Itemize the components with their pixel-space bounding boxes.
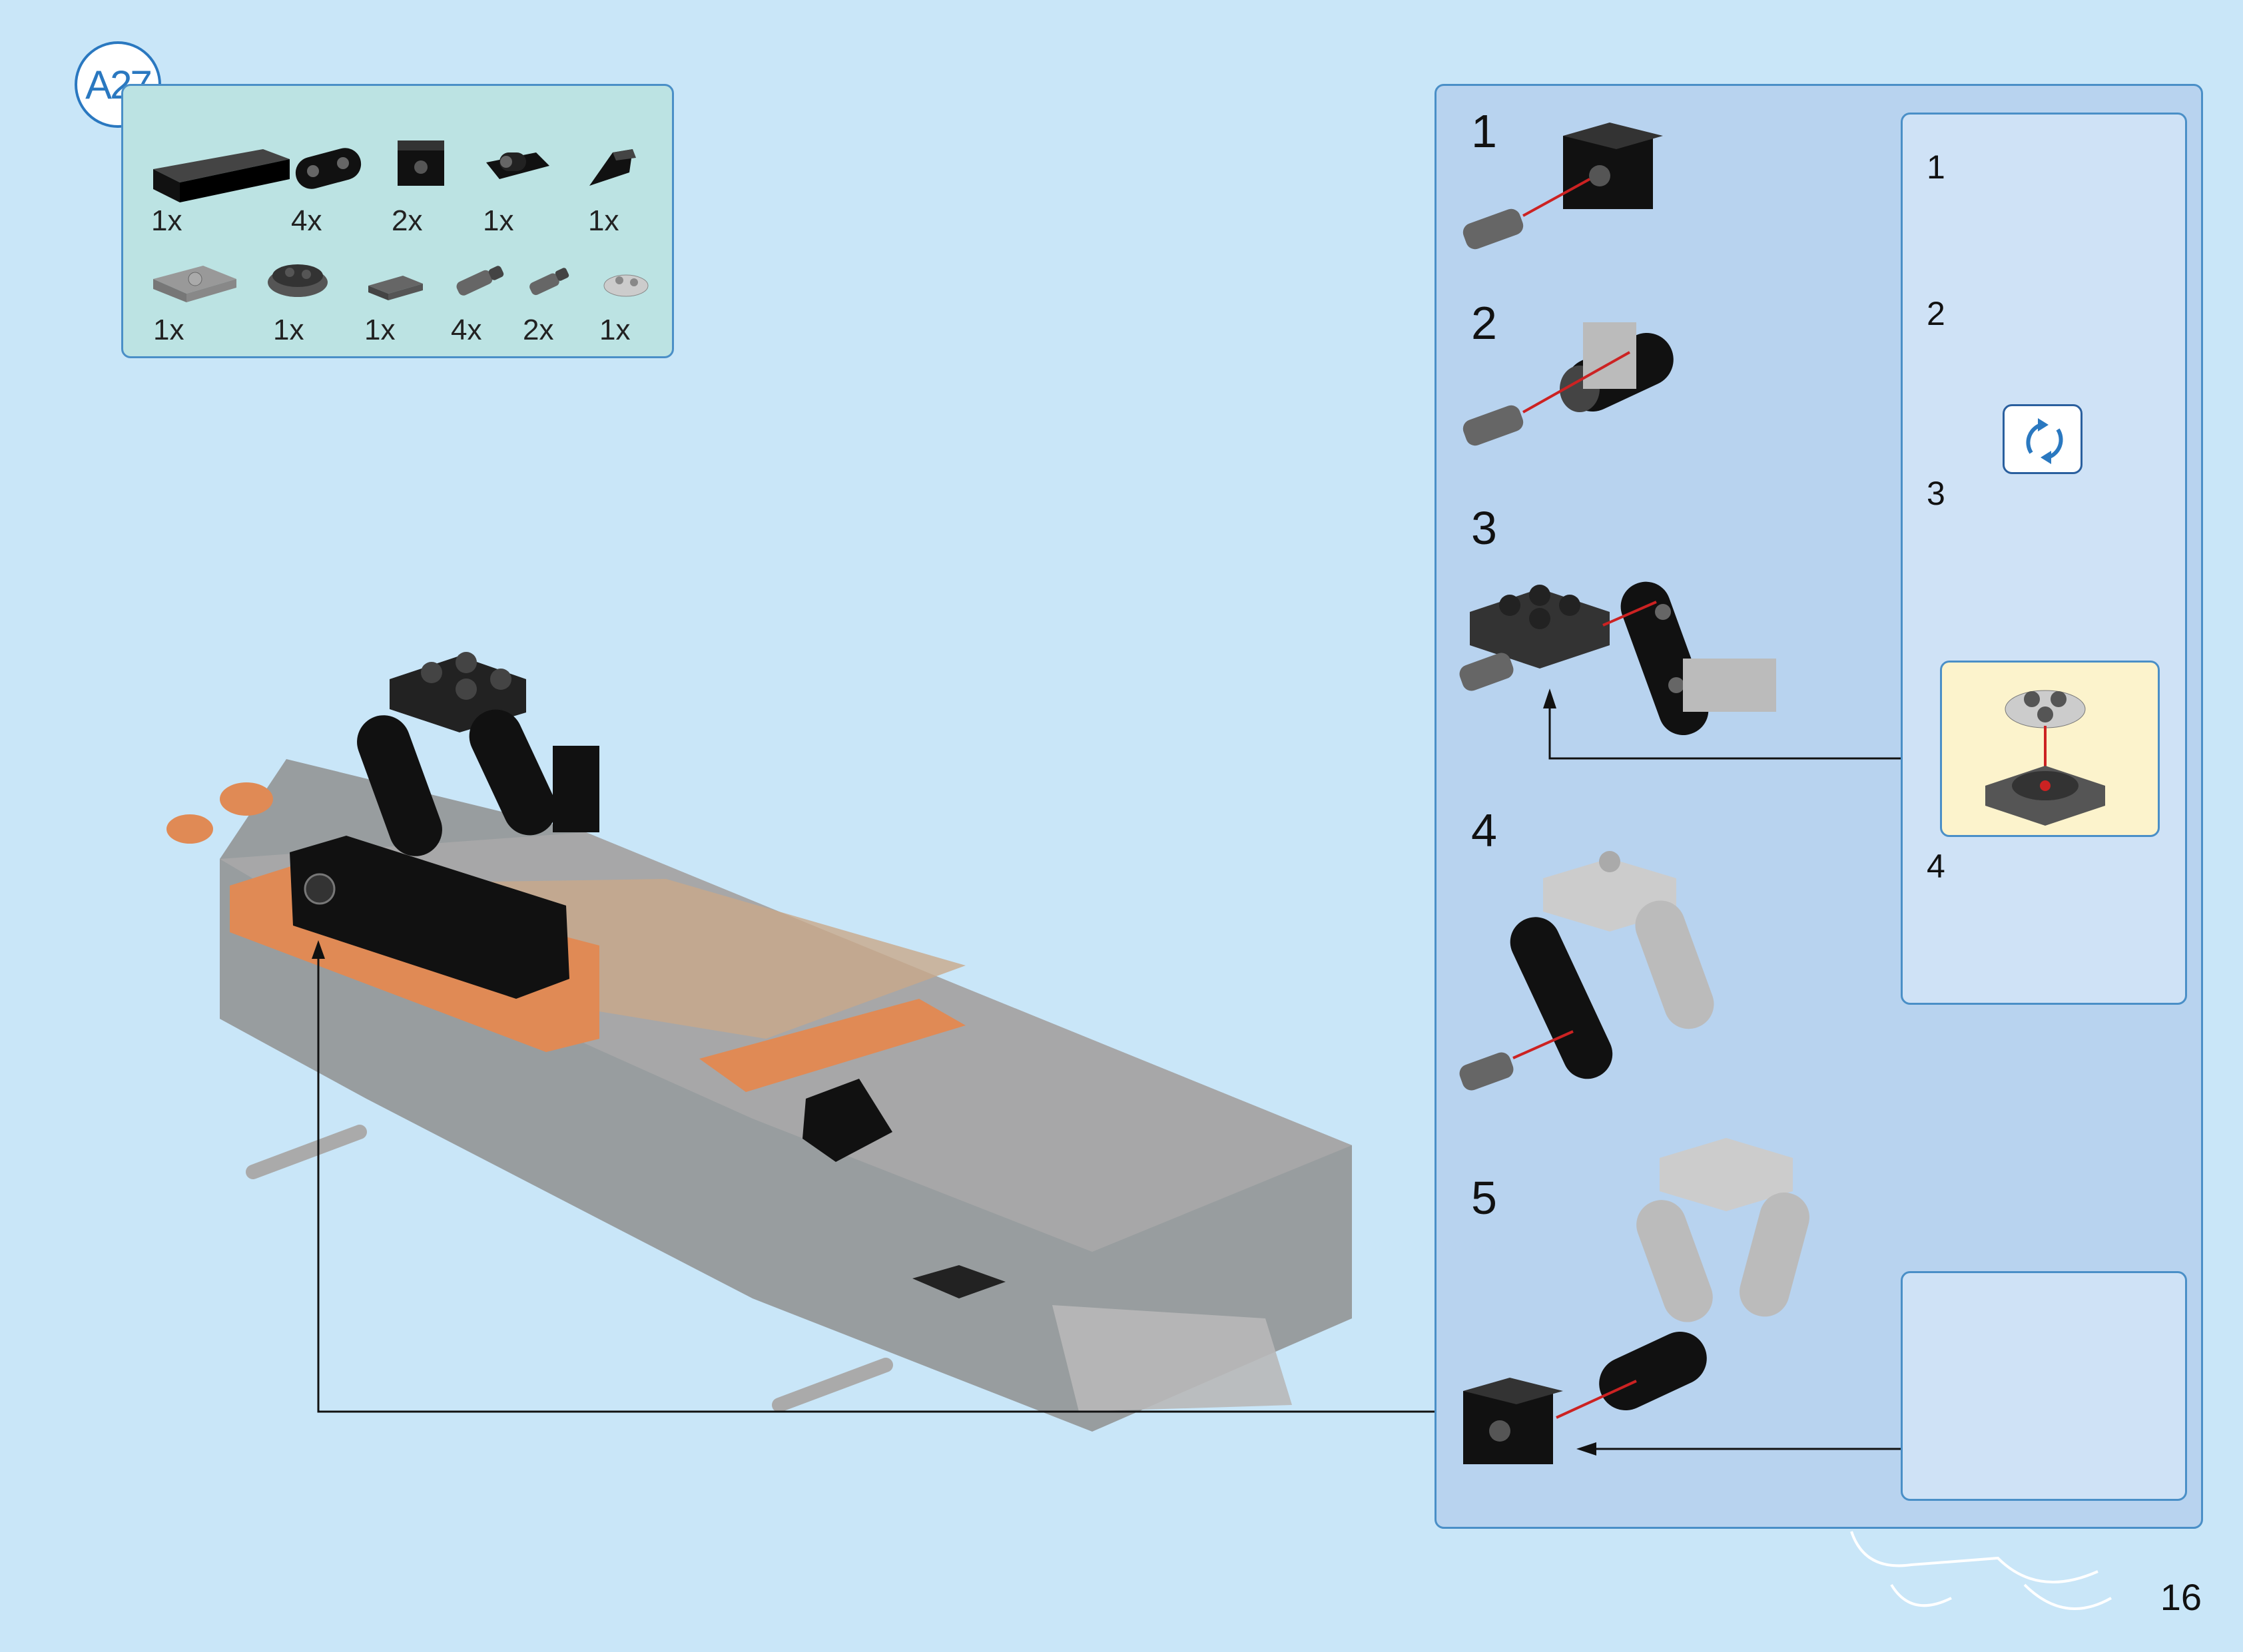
sub-step-box: 1 2 3 4 xyxy=(1901,113,2187,1005)
step4-pin xyxy=(1459,1052,1514,1091)
callout-box xyxy=(1940,661,2160,837)
step3-turntable xyxy=(1470,585,1610,669)
step-number: 5 xyxy=(1471,1172,1497,1224)
parts-icons xyxy=(153,140,649,302)
sub-step-number: 3 xyxy=(1927,475,1945,512)
step4-assembly xyxy=(1510,851,1714,1079)
plate-2x2-icon xyxy=(153,266,236,302)
slope-icon xyxy=(589,149,636,186)
rotate-model-box xyxy=(2003,404,2083,474)
part-qty: 4x xyxy=(451,314,482,346)
rotate-icon xyxy=(2026,418,2063,464)
parts-list-box: 1x 4x 2x 1x 1x 1x 1x 1x 4x 2x 1x xyxy=(121,84,674,358)
page-number: 16 xyxy=(2160,1576,2202,1618)
part-qty: 1x xyxy=(599,314,631,346)
step1-pin xyxy=(1462,208,1524,250)
step3-pin xyxy=(1459,653,1514,691)
plate-1x2-icon xyxy=(368,276,423,300)
technic-brick-icon xyxy=(398,140,444,186)
part-qty: 2x xyxy=(523,314,554,346)
step-number: 3 xyxy=(1471,502,1497,554)
part-qty: 1x xyxy=(153,314,184,346)
part-qty: 4x xyxy=(291,204,322,237)
part-qty: 1x xyxy=(483,204,514,237)
step-number: 2 xyxy=(1471,297,1497,349)
part-qty: 1x xyxy=(273,314,304,346)
pin-icon xyxy=(456,266,504,296)
part-qty: 1x xyxy=(588,204,619,237)
step-number: 1 xyxy=(1471,105,1497,157)
brick-1x6-icon xyxy=(153,149,290,202)
step1-technic-brick xyxy=(1563,123,1663,209)
step5-assembly xyxy=(1599,1138,1809,1411)
liftarm-icon xyxy=(295,148,362,189)
part-qty: 1x xyxy=(151,204,182,237)
step5-technic-brick xyxy=(1463,1378,1563,1464)
turntable-icon xyxy=(268,264,328,297)
part-qty: 2x xyxy=(392,204,423,237)
step2-pin xyxy=(1462,405,1524,446)
sub-step-box xyxy=(1901,1271,2187,1501)
sub-step-number: 2 xyxy=(1927,295,1945,332)
step-number: 4 xyxy=(1471,804,1497,856)
step2-liftarm xyxy=(1560,322,1674,412)
sub-assembly-panel: 1 2 3 4 5 xyxy=(1435,84,2203,1529)
step3-liftarm xyxy=(1620,581,1776,735)
sub-step-number: 1 xyxy=(1927,148,1945,186)
part-qty: 1x xyxy=(364,314,396,346)
round-plate-icon xyxy=(603,274,649,297)
callout-turntable-illustration xyxy=(1985,690,2105,826)
axle-pin-icon xyxy=(529,268,569,296)
sub-step-number: 4 xyxy=(1927,848,1945,885)
pin-plate-icon xyxy=(486,152,549,179)
